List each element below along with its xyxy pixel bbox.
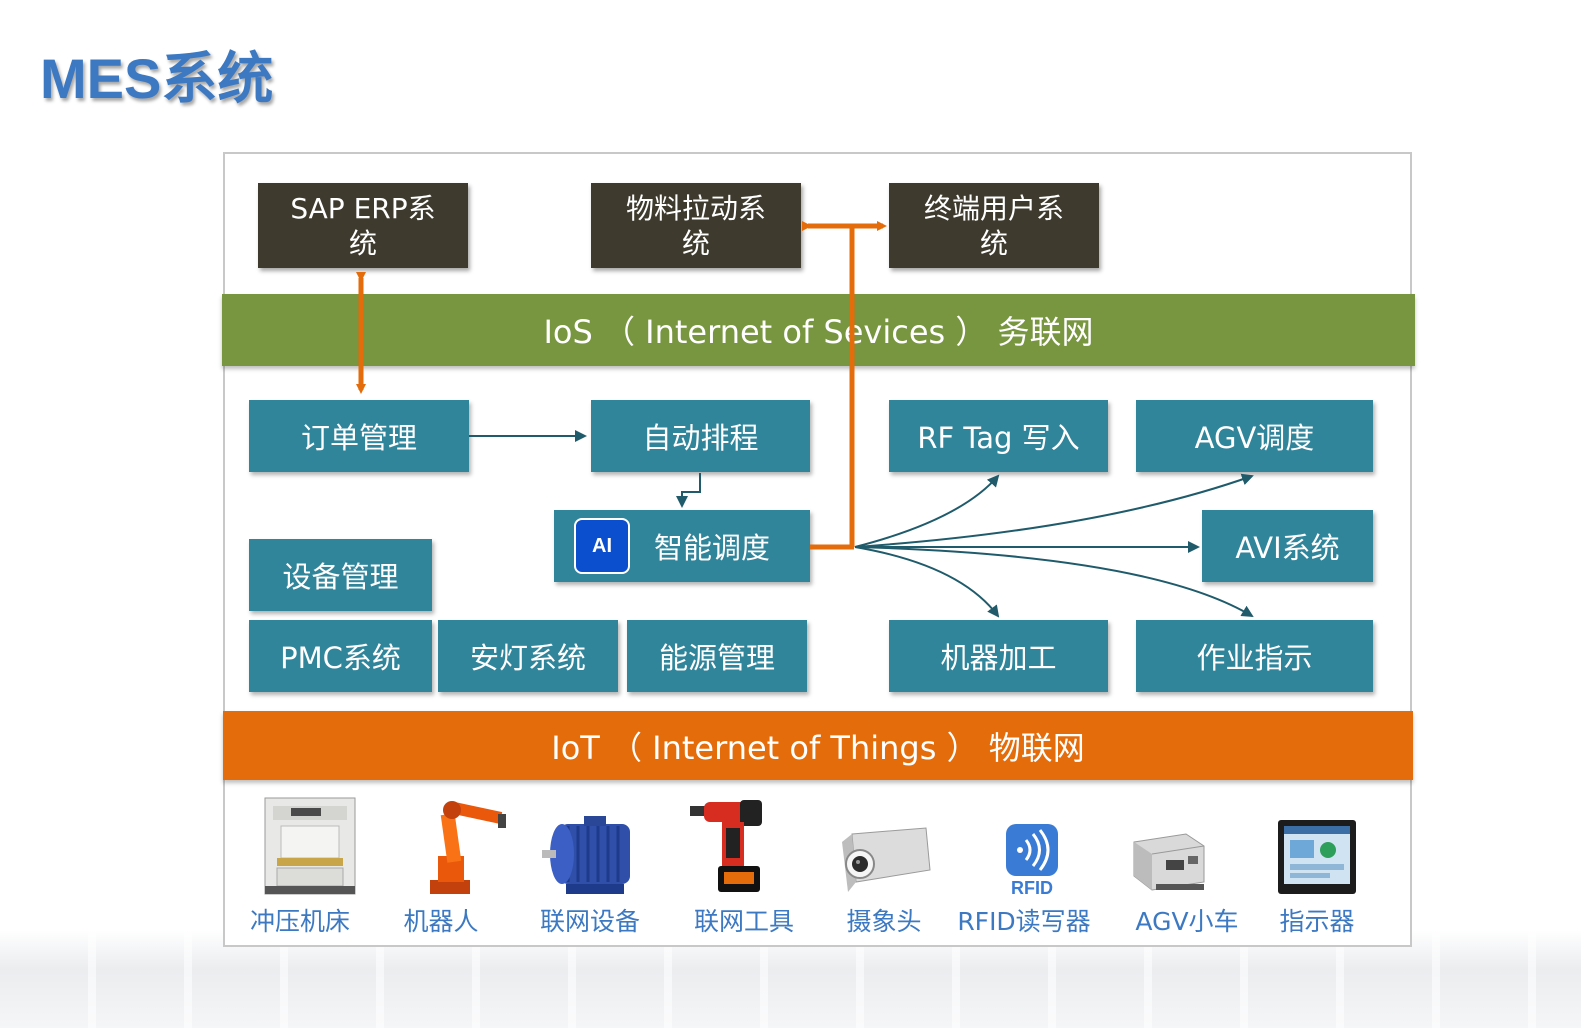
power-drill-icon xyxy=(690,800,762,892)
pmc-system-box[interactable]: PMC系统 xyxy=(249,620,432,692)
material-pull-system-box[interactable]: 物料拉动系 统 xyxy=(591,183,801,268)
device-label-networked-tools: 联网工具 xyxy=(693,907,794,936)
auto-scheduling-box[interactable]: 自动排程 xyxy=(591,400,810,472)
device-label-networked-equipment: 联网设备 xyxy=(539,907,640,936)
industrial-robot-icon xyxy=(430,801,506,894)
device-label-stamping-press: 冲压机床 xyxy=(249,907,350,936)
andon-system-box[interactable]: 安灯系统 xyxy=(438,620,618,692)
stamping-press-icon xyxy=(264,797,356,895)
avi-system-box[interactable]: AVI系统 xyxy=(1202,510,1373,582)
agv-dispatch-box[interactable]: AGV调度 xyxy=(1136,400,1373,472)
device-label-agv-cart: AGV小车 xyxy=(1135,907,1239,936)
rfid-icon-text: RFID xyxy=(1011,878,1053,898)
device-label-robot: 机器人 xyxy=(403,907,479,936)
dispatch-to-agv-arrow xyxy=(854,473,1254,548)
page-title: MES系统 xyxy=(40,47,274,110)
energy-management-box[interactable]: 能源管理 xyxy=(627,620,807,692)
electric-motor-icon xyxy=(542,816,630,894)
device-label-rfid-reader: RFID读写器 xyxy=(957,907,1091,936)
end-user-system-box[interactable]: 终端用户系 统 xyxy=(889,183,1099,268)
iot-things-band: IoT （ Internet of Things ） 物联网 xyxy=(223,711,1413,780)
work-instruction-box[interactable]: 作业指示 xyxy=(1136,620,1373,692)
order-management-box[interactable]: 订单管理 xyxy=(249,400,469,472)
agv-cart-icon xyxy=(1133,833,1205,891)
ai-badge-icon: AI xyxy=(574,518,630,574)
dispatch-to-rftag-arrow xyxy=(854,474,1000,548)
rf-tag-write-box[interactable]: RF Tag 写入 xyxy=(889,400,1108,472)
scheduling-to-dispatch-arrow xyxy=(676,473,701,508)
device-label-indicator: 指示器 xyxy=(1279,907,1355,936)
sap-erp-system-box[interactable]: SAP ERP系 统 xyxy=(258,183,468,268)
dispatch-to-machining-arrow xyxy=(854,546,1000,618)
ios-services-band: IoS （ Internet of Sevices ） 务联网 xyxy=(222,294,1415,366)
machining-box[interactable]: 机器加工 xyxy=(889,620,1108,692)
dispatch-to-instruction-arrow xyxy=(854,546,1254,618)
indicator-display-icon xyxy=(1278,820,1356,894)
rfid-reader-icon: RFID xyxy=(1006,824,1058,898)
equipment-management-box[interactable]: 设备管理 xyxy=(249,539,432,611)
device-label-camera: 摄象头 xyxy=(846,907,922,936)
camera-icon xyxy=(842,827,931,892)
